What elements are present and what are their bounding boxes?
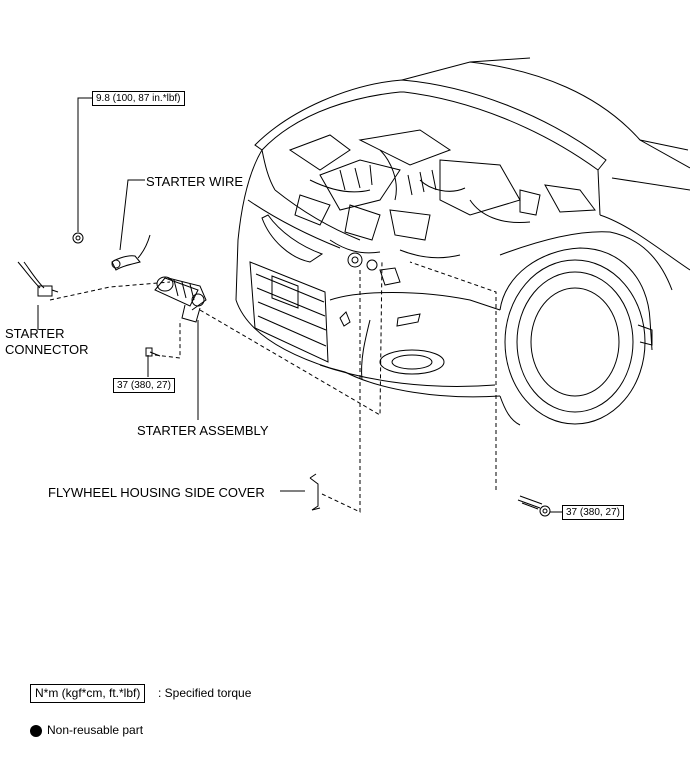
flywheel-cover-part (309, 473, 321, 511)
label-starter-connector-line1: STARTER (5, 326, 65, 341)
legend-torque-desc: : Specified torque (158, 686, 252, 700)
label-flywheel-housing-side-cover: FLYWHEEL HOUSING SIDE COVER (48, 485, 265, 500)
starter-assembly-part (154, 276, 207, 323)
label-starter-connector-line2: CONNECTOR (5, 342, 89, 357)
dashed-lines (49, 259, 497, 513)
starter-wire-part (111, 234, 151, 271)
starter-bolt-left-part (145, 347, 161, 357)
label-starter-assembly: STARTER ASSEMBLY (137, 423, 269, 438)
torque-spec-starter-bolt-left: 37 (380, 27) (113, 378, 175, 393)
torque-spec-starter-bolt-right: 37 (380, 27) (562, 505, 624, 520)
label-starter-wire: STARTER WIRE (146, 174, 244, 189)
torque-spec-wire-nut: 9.8 (100, 87 in.*lbf) (92, 91, 185, 106)
leader-lines (37, 97, 563, 513)
non-reusable-dot-icon (30, 725, 42, 737)
starter-connector-part (17, 261, 59, 297)
legend-torque-unit: N*m (kgf*cm, ft.*lbf) (30, 684, 146, 703)
wire-nut-part (72, 232, 84, 244)
car-body-drawing (235, 57, 690, 426)
starter-bolt-right-part (517, 495, 551, 517)
legend-non-reusable-desc: Non-reusable part (47, 723, 144, 737)
